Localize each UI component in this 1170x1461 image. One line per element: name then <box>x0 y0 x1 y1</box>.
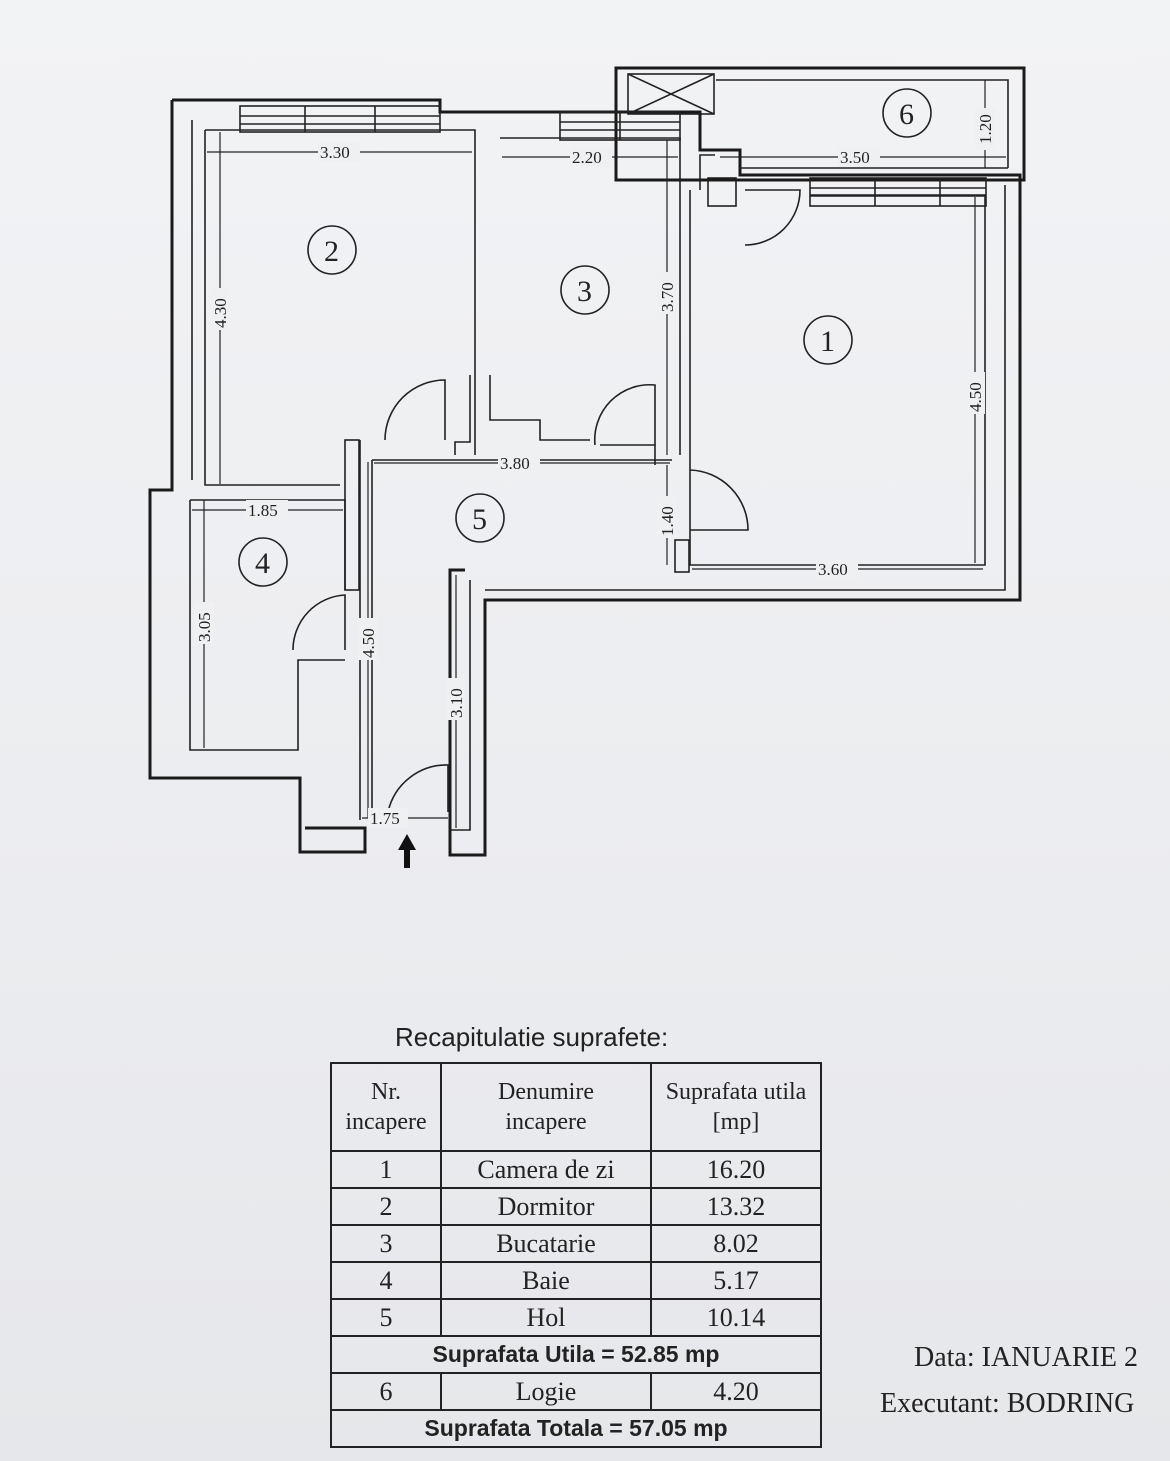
cell-nr: 6 <box>330 1372 442 1411</box>
door-living <box>689 469 749 531</box>
useful-total-row: Suprafata Utila = 52.85 mp <box>330 1335 822 1374</box>
room-number: 4 <box>255 547 270 580</box>
date-value: IANUARIE 2 <box>981 1342 1138 1373</box>
table-row: 1 Camera de zi 16.20 <box>330 1150 822 1189</box>
dim-label: 1.20 <box>976 114 995 144</box>
cell-name: Dormitor <box>440 1187 652 1226</box>
cell-name: Logie <box>440 1372 652 1411</box>
door-bedroom <box>384 379 446 441</box>
door-entrance <box>387 764 449 813</box>
cell-nr: 5 <box>330 1298 442 1337</box>
dim-label: 3.70 <box>658 282 677 312</box>
dim-label: 3.10 <box>447 688 466 718</box>
dim-label: 3.50 <box>840 148 870 167</box>
dim-label: 1.40 <box>658 506 677 536</box>
header-area: Suprafata utila[mp] <box>650 1062 822 1152</box>
logia-inner <box>716 79 1009 169</box>
room-number: 2 <box>324 235 339 268</box>
executant-value: BODRING <box>1006 1388 1135 1419</box>
executant-line: Executant: BODRING <box>880 1388 1134 1420</box>
floor-plan: 3.30 2.20 3.50 1.20 4.30 3.70 4.50 3.80 … <box>148 66 1026 868</box>
inner-wall-line <box>189 440 361 820</box>
cell-name: Camera de zi <box>440 1150 652 1189</box>
walls <box>148 98 1022 857</box>
cell-area: 8.02 <box>650 1224 822 1263</box>
cell-name: Bucatarie <box>440 1224 652 1263</box>
cell-area: 5.17 <box>650 1261 822 1300</box>
outer-wall-left <box>148 100 367 854</box>
useful-total: Suprafata Utila = 52.85 mp <box>330 1335 822 1374</box>
inner-wall-line <box>450 154 1006 831</box>
dimension-lines <box>192 80 1006 828</box>
room-labels: 1 2 3 4 5 6 <box>238 88 932 587</box>
vent-shaft-cross <box>627 73 715 115</box>
cell-nr: 1 <box>330 1150 442 1189</box>
room-number: 1 <box>820 325 835 358</box>
dim-label: 3.60 <box>818 560 848 579</box>
cell-name: Hol <box>440 1298 652 1337</box>
header-nr: Nr.incapere <box>330 1062 442 1152</box>
room-number: 6 <box>899 98 914 131</box>
wall-pillar <box>707 177 737 207</box>
table-row: 6 Logie 4.20 <box>330 1372 822 1411</box>
dim-label: 3.05 <box>195 612 214 642</box>
grand-total: Suprafata Totala = 57.05 mp <box>330 1409 822 1448</box>
windows <box>239 105 987 207</box>
cell-area: 10.14 <box>650 1298 822 1337</box>
date-label: Data: <box>914 1342 975 1373</box>
wall-pillar <box>344 439 360 591</box>
window <box>239 105 441 133</box>
table-row: 5 Hol 10.14 <box>330 1298 822 1337</box>
dim-label: 3.80 <box>500 454 530 473</box>
vent-shaft <box>627 73 715 115</box>
dim-label: 4.50 <box>359 628 378 658</box>
door-bath <box>292 594 346 651</box>
inner-wall-line <box>191 120 681 486</box>
grand-total-row: Suprafata Totala = 57.05 mp <box>330 1409 822 1448</box>
cell-nr: 2 <box>330 1187 442 1226</box>
dimension-labels: 3.30 2.20 3.50 1.20 4.30 3.70 4.50 3.80 … <box>194 108 995 828</box>
cell-nr: 4 <box>330 1261 442 1300</box>
dim-label: 2.20 <box>572 148 602 167</box>
logia-outline <box>614 66 1026 182</box>
table-row: 4 Baie 5.17 <box>330 1261 822 1300</box>
wall-pillar <box>674 539 690 573</box>
room-number: 5 <box>472 503 487 536</box>
cell-name: Baie <box>440 1261 652 1300</box>
outer-wall <box>172 98 1022 857</box>
table-row: 3 Bucatarie 8.02 <box>330 1224 822 1263</box>
logia <box>614 66 1026 182</box>
room-number: 3 <box>577 275 592 308</box>
window <box>809 177 987 207</box>
cell-nr: 3 <box>330 1224 442 1263</box>
cell-area: 16.20 <box>650 1150 822 1189</box>
dim-label: 1.85 <box>248 501 278 520</box>
dim-label: 4.30 <box>211 298 230 328</box>
dim-label: 4.50 <box>966 382 985 412</box>
date-line: Data: IANUARIE 2 <box>914 1342 1138 1374</box>
dim-label: 1.75 <box>370 809 400 828</box>
dim-label: 3.30 <box>320 143 350 162</box>
door-logia <box>744 189 801 246</box>
cell-area: 4.20 <box>650 1372 822 1411</box>
entrance-arrow <box>398 834 416 868</box>
cell-area: 13.32 <box>650 1187 822 1226</box>
doors <box>292 189 801 813</box>
kitchen-partition <box>454 375 656 465</box>
executant-label: Executant: <box>880 1388 1000 1419</box>
recap-title: Recapitulatie suprafete: <box>395 1022 669 1052</box>
door-kitchen <box>593 383 656 446</box>
table-row: 2 Dormitor 13.32 <box>330 1187 822 1226</box>
